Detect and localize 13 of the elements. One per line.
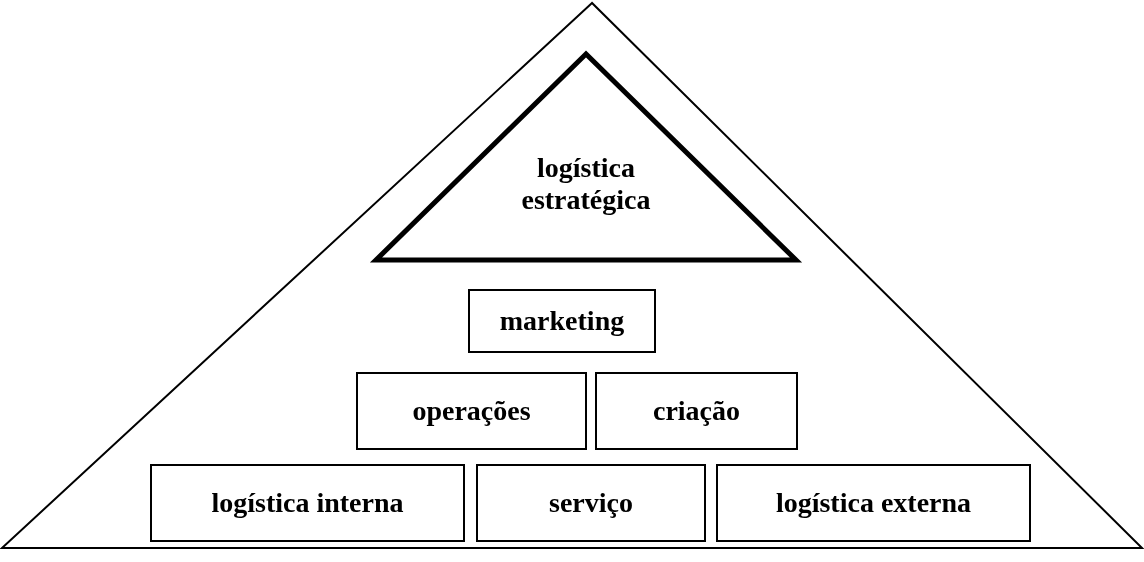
box-label: criação xyxy=(652,394,741,428)
box-label: logística externa xyxy=(775,486,972,520)
process-box xyxy=(356,372,587,450)
process-box xyxy=(476,464,706,542)
box-label: serviço xyxy=(549,486,633,520)
box-label: logística estratégica xyxy=(520,152,652,217)
process-box xyxy=(595,372,798,450)
process-box xyxy=(150,464,465,542)
process-box xyxy=(716,464,1031,542)
process-box xyxy=(468,289,656,353)
box-label: marketing xyxy=(499,304,625,338)
box-label: logística interna xyxy=(211,486,404,520)
box-label: operações xyxy=(412,394,531,428)
